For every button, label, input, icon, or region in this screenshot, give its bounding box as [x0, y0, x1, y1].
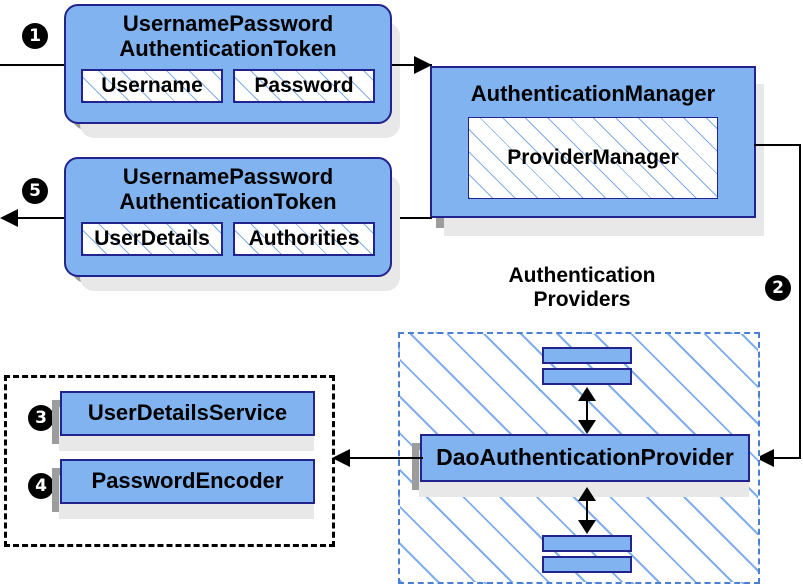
userdetails-service-label: UserDetailsService: [87, 400, 288, 426]
field-authorities[interactable]: Authorities: [233, 222, 375, 257]
step-badge-3: 3: [28, 405, 54, 431]
provider-bar-top-1[interactable]: [542, 347, 632, 364]
password-encoder-label: PasswordEncoder: [91, 468, 284, 494]
arrowhead-provider-bottom-down: [578, 520, 596, 534]
arrowhead-result-out: [0, 209, 18, 227]
providers-caption-line2: Providers: [533, 287, 631, 311]
authentication-manager-node[interactable]: AuthenticationManager ProviderManager: [430, 66, 756, 218]
arrowhead-token-to-manager: [414, 56, 432, 74]
password-encoder-node[interactable]: PasswordEncoder: [60, 459, 315, 504]
authentication-manager-title: AuthenticationManager: [470, 81, 716, 106]
arrowhead-provider-bottom-up: [578, 487, 596, 501]
providers-caption-line1: Authentication: [508, 264, 656, 287]
dao-authentication-provider-label: DaoAuthenticationProvider: [436, 444, 734, 471]
field-password-label: Password: [254, 74, 354, 98]
arrowhead-provider-top-down: [578, 420, 596, 434]
providers-caption: Authentication Providers: [462, 264, 702, 311]
connector-token-to-manager: [392, 64, 432, 66]
provider-bar-bottom-1[interactable]: [542, 535, 632, 552]
dao-authentication-provider-node[interactable]: DaoAuthenticationProvider: [420, 434, 750, 482]
arrowhead-into-dao-provider: [756, 449, 774, 467]
provider-bar-top-2[interactable]: [542, 368, 632, 385]
connector-manager-right: [754, 144, 801, 146]
provider-manager-node[interactable]: ProviderManager: [468, 116, 718, 199]
request-token-fields: Username Password: [66, 69, 390, 104]
result-token-title-line2: AuthenticationToken: [119, 188, 337, 214]
step-badge-5: 5: [22, 178, 48, 204]
provider-bar-bottom-2[interactable]: [542, 556, 632, 573]
field-username-label: Username: [101, 74, 203, 98]
field-authorities-label: Authorities: [248, 227, 360, 251]
field-password[interactable]: Password: [233, 69, 375, 104]
provider-manager-label: ProviderManager: [507, 145, 679, 169]
connector-dao-to-services: [348, 457, 423, 459]
result-token-fields: UserDetails Authorities: [66, 222, 390, 257]
connector-manager-down: [799, 144, 801, 459]
connector-provider-top-link: [586, 392, 588, 424]
request-token-title-line1: UsernamePassword: [122, 11, 334, 36]
request-token-node[interactable]: UsernamePassword AuthenticationToken Use…: [64, 4, 392, 124]
request-token-title-line2: AuthenticationToken: [119, 35, 337, 61]
request-token-title: UsernamePassword AuthenticationToken: [66, 6, 390, 61]
arrowhead-dao-to-services: [332, 449, 350, 467]
result-token-title-line1: UsernamePassword: [122, 164, 334, 189]
connector-provider-bottom-link: [586, 492, 588, 524]
services-region: [4, 375, 335, 547]
connector-into-dao-provider: [772, 457, 801, 459]
connector-manager-to-result: [392, 217, 432, 219]
step-badge-2: 2: [765, 275, 791, 301]
field-username[interactable]: Username: [81, 69, 223, 104]
field-userdetails[interactable]: UserDetails: [81, 222, 223, 257]
field-userdetails-label: UserDetails: [94, 227, 210, 251]
result-token-title: UsernamePassword AuthenticationToken: [66, 159, 390, 214]
result-token-node[interactable]: UsernamePassword AuthenticationToken Use…: [64, 157, 392, 277]
step-badge-1: 1: [22, 23, 48, 49]
userdetails-service-node[interactable]: UserDetailsService: [60, 391, 315, 436]
step-badge-4: 4: [28, 473, 54, 499]
arrowhead-provider-top-up: [578, 387, 596, 401]
